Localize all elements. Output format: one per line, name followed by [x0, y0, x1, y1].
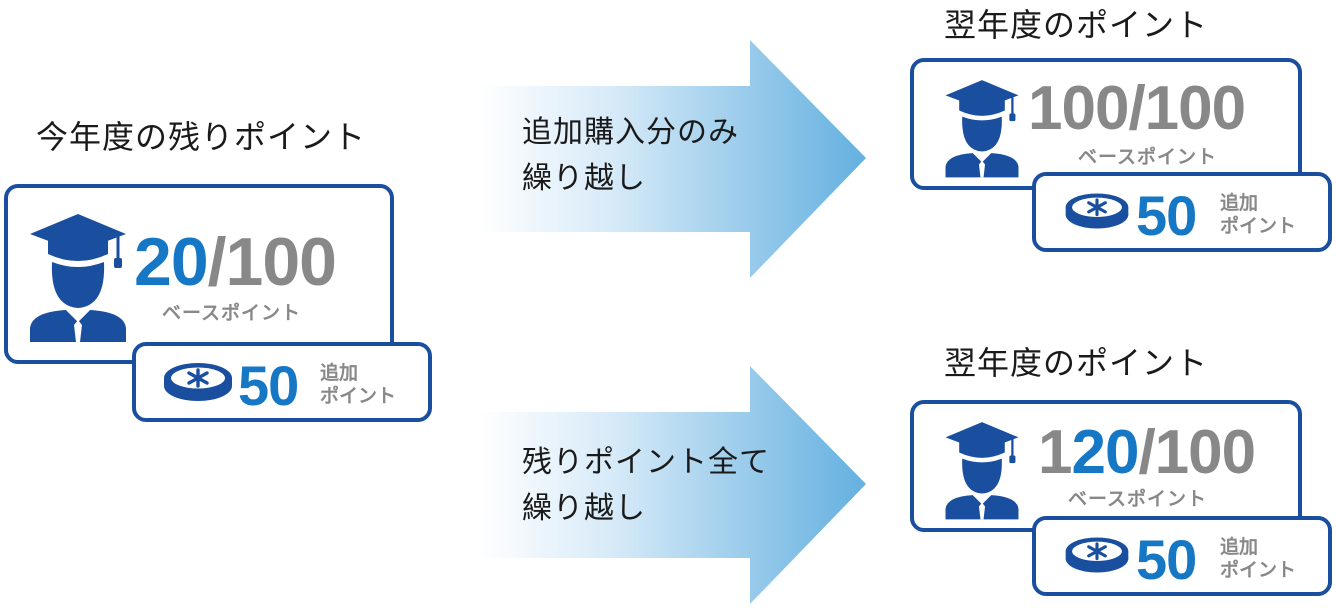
base-points-label: ベースポイント	[162, 302, 302, 324]
carryover-label-bottom-line1: 残りポイント全て	[522, 445, 770, 480]
additional-points-value: 50	[1136, 184, 1197, 247]
carryover-arrow-bottom	[478, 366, 866, 604]
additional-points-label: 追加 ポイント	[320, 362, 396, 408]
current-year-heading: 今年度の残りポイント	[36, 118, 367, 156]
coin-icon	[160, 360, 236, 404]
base-points-carried: 20	[1071, 418, 1139, 487]
carryover-label-bottom-line2: 繰り越し	[522, 491, 646, 526]
additional-label-line1: 追加	[1220, 192, 1259, 214]
base-points-prefix: 1	[1038, 418, 1072, 487]
base-points-value: 120/100	[1038, 422, 1256, 484]
next-year-heading-top: 翌年度のポイント	[944, 6, 1209, 44]
base-points-total: /100	[1138, 418, 1256, 487]
carryover-label-bottom: 残りポイント全て 繰り越し	[522, 440, 770, 532]
additional-points-box: 50 追加 ポイント	[132, 342, 432, 422]
base-points-value: 100/100	[1028, 78, 1246, 140]
additional-points-label: 追加 ポイント	[1220, 192, 1296, 238]
additional-points-box: 50 追加 ポイント	[1032, 516, 1332, 596]
carryover-label-top: 追加購入分のみ 繰り越し	[522, 110, 739, 202]
coin-icon	[1062, 534, 1132, 576]
graduate-avatar-icon	[28, 212, 128, 342]
base-points-total: /100	[207, 224, 337, 300]
base-points-label: ベースポイント	[1078, 146, 1218, 168]
additional-label-line1: 追加	[1220, 536, 1259, 558]
base-points-value: 20/100	[134, 228, 337, 296]
additional-points-label: 追加 ポイント	[1220, 536, 1296, 582]
carryover-arrow-top	[478, 40, 866, 278]
additional-label-line1: 追加	[320, 362, 359, 384]
base-points-remaining: 20	[134, 224, 209, 300]
additional-points-value: 50	[1136, 528, 1197, 591]
next-year-card-top: 100/100 ベースポイント	[910, 58, 1302, 190]
additional-points-value: 50	[238, 354, 299, 417]
coin-icon	[1062, 190, 1132, 232]
additional-label-line2: ポイント	[1220, 559, 1297, 581]
additional-label-line2: ポイント	[1220, 215, 1297, 237]
graduate-avatar-icon	[944, 78, 1020, 178]
carryover-label-top-line2: 繰り越し	[522, 161, 646, 196]
carryover-label-top-line1: 追加購入分のみ	[522, 115, 739, 150]
current-year-card: 20/100 ベースポイント	[4, 184, 394, 364]
base-points-value-text: 100/100	[1028, 74, 1246, 143]
base-points-label: ベースポイント	[1068, 488, 1208, 510]
graduate-avatar-icon	[944, 420, 1020, 520]
next-year-card-bottom: 120/100 ベースポイント	[910, 400, 1302, 532]
additional-label-line2: ポイント	[320, 385, 397, 407]
additional-points-box: 50 追加 ポイント	[1032, 172, 1332, 252]
next-year-heading-bottom: 翌年度のポイント	[944, 344, 1209, 382]
